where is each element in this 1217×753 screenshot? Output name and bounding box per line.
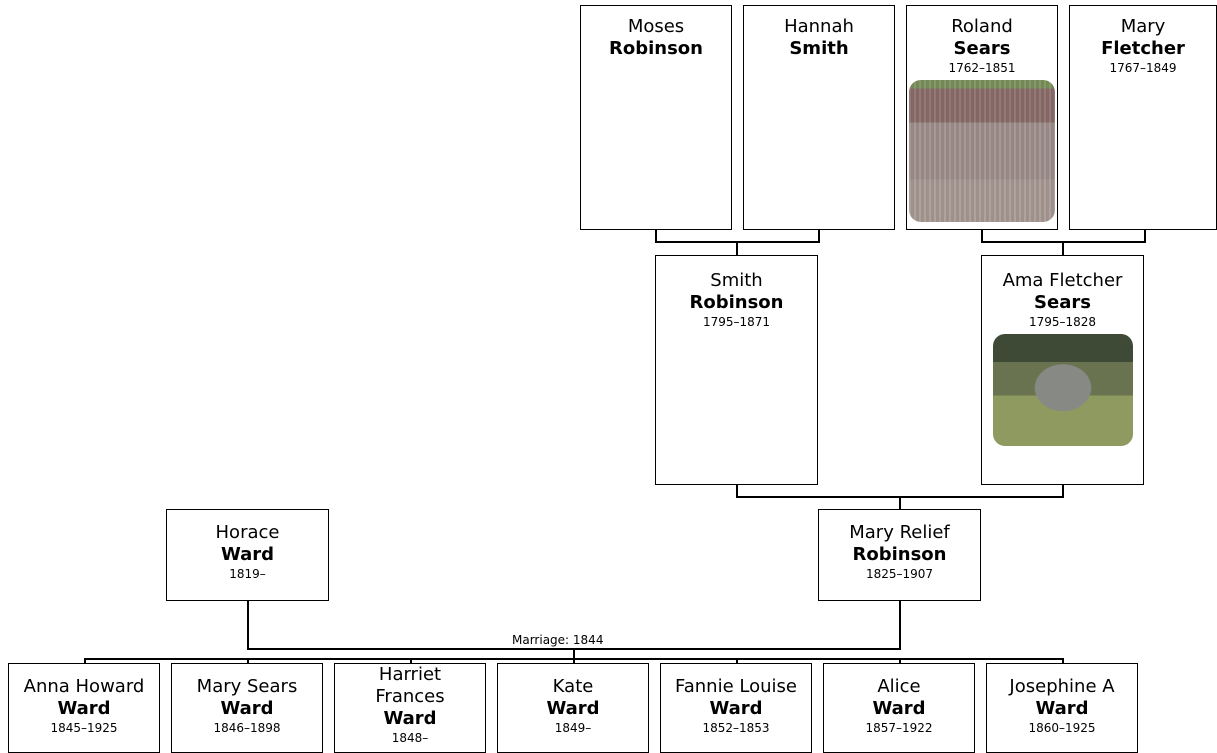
life-dates: 1846–1898 xyxy=(172,720,322,736)
life-dates: 1819– xyxy=(167,566,328,582)
life-dates: 1762–1851 xyxy=(907,60,1057,76)
connector-line xyxy=(899,496,901,510)
person-card-horace-ward[interactable]: Horace Ward 1819– xyxy=(166,509,329,601)
person-card-mary-relief-robinson[interactable]: Mary Relief Robinson 1825–1907 xyxy=(818,509,981,601)
gravestone-photo[interactable] xyxy=(993,334,1133,446)
surname: Robinson xyxy=(581,38,731,60)
surname: Ward xyxy=(661,698,811,720)
connector-line xyxy=(1062,241,1064,256)
life-dates: 1857–1922 xyxy=(824,720,974,736)
life-dates: 1795–1871 xyxy=(656,314,817,330)
given-name: Horace xyxy=(167,522,328,544)
surname: Sears xyxy=(982,292,1143,314)
connector-line xyxy=(899,600,901,650)
given-name: Kate xyxy=(498,676,648,698)
given-name: Josephine A xyxy=(987,676,1137,698)
person-card-child[interactable]: Harriet Frances Ward 1848– xyxy=(334,663,486,753)
marriage-label: Marriage: 1844 xyxy=(510,633,605,647)
given-name: Smith xyxy=(656,270,817,292)
person-card-hannah-smith[interactable]: Hannah Smith xyxy=(743,5,895,230)
given-name: Mary Relief xyxy=(819,522,980,544)
person-card-moses-robinson[interactable]: Moses Robinson xyxy=(580,5,732,230)
person-card-child[interactable]: Josephine A Ward 1860–1925 xyxy=(986,663,1138,753)
surname: Robinson xyxy=(656,292,817,314)
life-dates: 1795–1828 xyxy=(982,314,1143,330)
surname: Robinson xyxy=(819,544,980,566)
person-card-smith-robinson[interactable]: Smith Robinson 1795–1871 xyxy=(655,255,818,485)
given-name: Hannah xyxy=(744,16,894,38)
given-name: Mary xyxy=(1070,16,1216,38)
surname: Ward xyxy=(172,698,322,720)
given-name: Mary Sears xyxy=(172,676,322,698)
life-dates: 1860–1925 xyxy=(987,720,1137,736)
given-name: Anna Howard xyxy=(9,676,159,698)
person-card-child[interactable]: Kate Ward 1849– xyxy=(497,663,649,753)
gravestone-photo[interactable] xyxy=(909,80,1055,222)
person-card-mary-fletcher[interactable]: Mary Fletcher 1767–1849 xyxy=(1069,5,1217,230)
connector-line xyxy=(247,600,249,650)
surname: Ward xyxy=(498,698,648,720)
life-dates: 1852–1853 xyxy=(661,720,811,736)
surname: Ward xyxy=(335,708,485,730)
life-dates: 1848– xyxy=(335,730,485,746)
surname: Sears xyxy=(907,38,1057,60)
connector-line xyxy=(573,648,575,658)
person-card-child[interactable]: Alice Ward 1857–1922 xyxy=(823,663,975,753)
given-name: Roland xyxy=(907,16,1057,38)
life-dates: 1825–1907 xyxy=(819,566,980,582)
given-name: Fannie Louise xyxy=(661,676,811,698)
given-name: Ama Fletcher xyxy=(982,270,1143,292)
given-name: Alice xyxy=(824,676,974,698)
person-card-child[interactable]: Mary Sears Ward 1846–1898 xyxy=(171,663,323,753)
person-card-ama-fletcher-sears[interactable]: Ama Fletcher Sears 1795–1828 xyxy=(981,255,1144,485)
surname: Ward xyxy=(987,698,1137,720)
surname: Ward xyxy=(824,698,974,720)
connector-line xyxy=(736,241,738,256)
life-dates: 1767–1849 xyxy=(1070,60,1216,76)
given-name: Harriet Frances xyxy=(362,664,458,708)
life-dates: 1849– xyxy=(498,720,648,736)
surname: Smith xyxy=(744,38,894,60)
surname: Fletcher xyxy=(1070,38,1216,60)
person-card-child[interactable]: Anna Howard Ward 1845–1925 xyxy=(8,663,160,753)
person-card-child[interactable]: Fannie Louise Ward 1852–1853 xyxy=(660,663,812,753)
life-dates: 1845–1925 xyxy=(9,720,159,736)
given-name: Moses xyxy=(581,16,731,38)
surname: Ward xyxy=(167,544,328,566)
person-card-roland-sears[interactable]: Roland Sears 1762–1851 xyxy=(906,5,1058,230)
surname: Ward xyxy=(9,698,159,720)
